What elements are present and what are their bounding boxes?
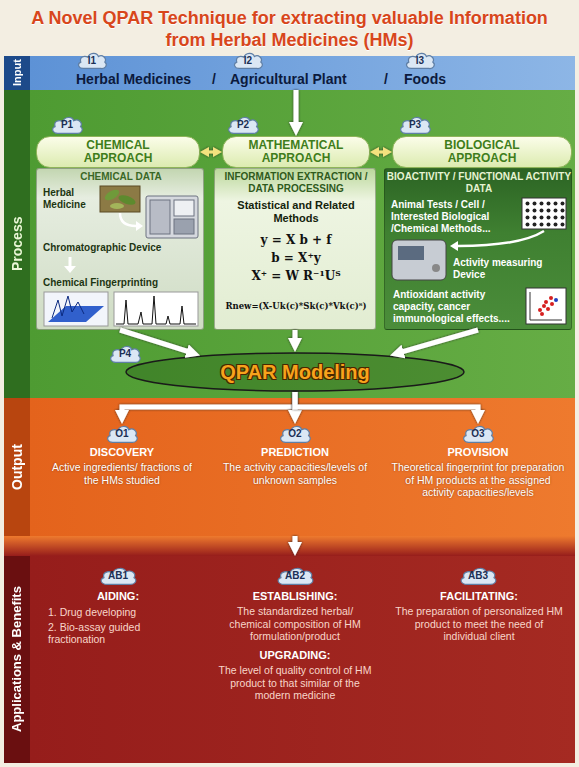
- panel-text: y = X b + f: [215, 233, 377, 247]
- band-label: Process: [6, 90, 28, 398]
- outcome-text: UPGRADING:: [216, 649, 374, 662]
- tag-number: O2: [288, 428, 301, 440]
- band-label: Herbal Medicines: [76, 71, 191, 88]
- cloud-tag: AB2: [275, 566, 315, 586]
- outcome-text: The standardized herbal/ chemical compos…: [216, 605, 374, 643]
- model-ellipse: QPAR Modeling: [125, 352, 465, 392]
- outcome-text: DISCOVERY: [44, 446, 200, 459]
- tag-number: P4: [119, 348, 131, 360]
- cloud-tag: P4: [108, 344, 142, 364]
- data-panel: INFORMATION EXTRACTION / DATA PROCESSING…: [214, 168, 376, 330]
- header-text: MATHEMATICAL APPROACH: [241, 139, 351, 165]
- cloud-tag: AB3: [458, 566, 498, 586]
- panel-text: BIOACTIVITY / FUNCTIONAL ACTIVITY DATA: [385, 171, 573, 195]
- panel-text: Animal Tests / Cell / Interested Biologi…: [391, 199, 515, 235]
- approach-header: CHEMICAL APPROACH: [36, 136, 200, 168]
- tag-number: AB1: [108, 570, 128, 582]
- panel-text: Chromatographic Device: [43, 242, 201, 254]
- outcome-text: ESTABLISHING:: [216, 590, 374, 603]
- header-text: BIOLOGICAL APPROACH: [427, 139, 537, 165]
- outcome-item: FACILITATING: The preparation of personal…: [390, 590, 568, 643]
- outcome-item: PROVISION Theoretical fingerprint for pre…: [385, 446, 571, 499]
- panel-text: Chemical Fingerprinting: [43, 277, 201, 289]
- panel-text: X⁺ = W R⁻¹Uᵀ: [215, 269, 377, 283]
- outcome-text: 1. Drug developing: [40, 606, 196, 619]
- outcome-item: ESTABLISHING: The standardized herbal/ ch…: [212, 590, 378, 702]
- tag-number: P1: [61, 119, 73, 131]
- panel-text: CHEMICAL DATA: [37, 171, 205, 183]
- outcome-text: 2. Bio-assay guided fractionation: [40, 621, 196, 646]
- tag-number: P2: [237, 119, 249, 131]
- cloud-tag: AB1: [98, 566, 138, 586]
- cloud-tag: P2: [226, 115, 260, 135]
- panel-text: INFORMATION EXTRACTION / DATA PROCESSING: [215, 171, 377, 195]
- cloud-tag: I2: [232, 51, 264, 70]
- arrow-path: [293, 536, 298, 548]
- tag-number: I2: [244, 55, 252, 67]
- tag-number: P3: [409, 119, 421, 131]
- cloud-tag: I3: [404, 51, 436, 70]
- panel-text: Rnew=(X-Uk(c)*Sk(c)*Vk(c)ᵀ): [218, 301, 374, 311]
- flow-arrow: [295, 536, 296, 548]
- header-text: CHEMICAL APPROACH: [63, 139, 173, 165]
- cloud-tag: O2: [278, 424, 312, 444]
- model-title: QPAR Modeling: [220, 360, 370, 384]
- outcome-text: PROVISION: [389, 446, 567, 459]
- section-band: Process P1CHEMICAL APPROACH P2MATHEMATICAL…: [4, 90, 575, 398]
- outcome-item: AIDING: 1. Drug developing 2. Bio-assay gu…: [36, 590, 200, 646]
- cloud-tag: I1: [76, 51, 108, 70]
- cloud-tag: O1: [105, 424, 139, 444]
- cloud-tag: P1: [50, 115, 84, 135]
- tag-number: O3: [471, 428, 484, 440]
- band-label: Applications & Benefits: [6, 556, 28, 763]
- outcome-text: AIDING:: [40, 590, 196, 603]
- panel-text: Statistical and Related Methods: [215, 199, 377, 225]
- tag-number: O1: [115, 428, 128, 440]
- outcome-text: The level of quality control of HM produ…: [216, 664, 374, 702]
- band-label: Input: [6, 56, 28, 90]
- cloud-tag: P3: [398, 115, 432, 135]
- outcome-text: The preparation of personalized HM produ…: [394, 605, 564, 643]
- outcome-text: Theoretical fingerprint for preparation …: [389, 461, 567, 499]
- outcome-item: PREDICTION The activity capacities/levels…: [215, 446, 375, 486]
- panel-text: b = X⁺y: [215, 251, 377, 265]
- panel-text: Herbal Medicine: [43, 187, 97, 211]
- panel-text: Antioxidant activity capacity, cancer im…: [393, 289, 521, 325]
- approach-header: BIOLOGICAL APPROACH: [392, 136, 572, 168]
- data-panel: BIOACTIVITY / FUNCTIONAL ACTIVITY DATA An…: [384, 168, 572, 330]
- tag-number: I3: [416, 55, 424, 67]
- approach-header: MATHEMATICAL APPROACH: [222, 136, 370, 168]
- outcome-text: The activity capacities/levels of unknow…: [219, 461, 371, 486]
- outcome-text: FACILITATING:: [394, 590, 564, 603]
- tag-number: AB2: [285, 570, 305, 582]
- band-label: Foods: [404, 71, 446, 88]
- outcome-text: PREDICTION: [219, 446, 371, 459]
- band-label: Output: [6, 398, 28, 536]
- data-panel: CHEMICAL DATA Herbal MedicineChromatograp…: [36, 168, 204, 330]
- band-label: /: [212, 71, 216, 88]
- section-band: Applications & Benefits AB1AIDING: 1. Drug…: [4, 556, 575, 763]
- tag-number: AB3: [468, 570, 488, 582]
- outcome-item: DISCOVERY Active ingredients/ fractions o…: [40, 446, 204, 486]
- band-label: Agricultural Plant: [230, 71, 347, 88]
- section-band: Output O1DISCOVERY Active ingredients/ fra…: [4, 398, 575, 536]
- diagram-title: A Novel QPAR Technique for extracting va…: [20, 7, 559, 51]
- panel-text: Activity measuring Device: [453, 257, 553, 281]
- tag-number: I1: [88, 55, 96, 67]
- outcome-text: Active ingredients/ fractions of the HMs…: [44, 461, 200, 486]
- band-joint: [4, 536, 575, 556]
- cloud-tag: O3: [461, 424, 495, 444]
- section-band: Input Herbal Medicines / Agricultural Plant…: [4, 56, 575, 90]
- band-label: /: [384, 71, 388, 88]
